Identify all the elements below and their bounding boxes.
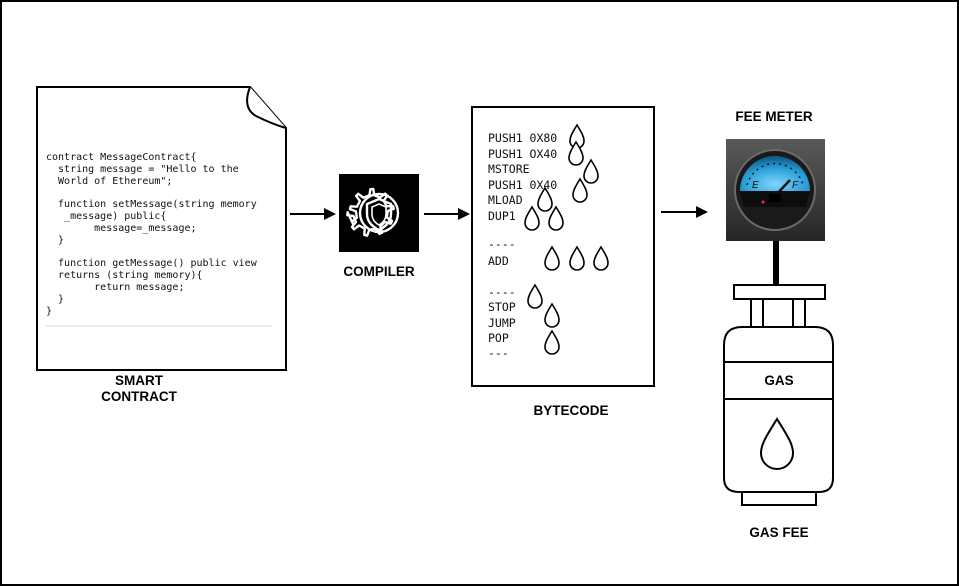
code-line: } <box>46 294 64 305</box>
code-line: } <box>46 306 52 317</box>
bytecode-line: ---- <box>488 237 516 251</box>
shield-icon <box>365 197 393 232</box>
bytecode-box: PUSH1 0X80 PUSH1 OX40 MSTORE PUSH1 0X40 … <box>471 106 655 387</box>
code-line: contract MessageContract{ <box>46 152 197 163</box>
gas-drop-icon <box>568 140 584 166</box>
arrowhead-icon <box>458 208 470 220</box>
document-page <box>36 86 287 371</box>
bytecode-line: PUSH1 0X40 <box>488 178 557 192</box>
bytecode-line: --- <box>488 346 509 360</box>
bytecode-frame <box>471 106 655 387</box>
gear-icon <box>346 187 395 237</box>
code-line: returns (string memory){ <box>46 270 203 281</box>
gas-drop-icon <box>583 158 599 184</box>
cylinder-base <box>741 491 817 506</box>
bytecode-line: PUSH1 0X80 <box>488 131 557 145</box>
gas-drop-icon <box>544 329 560 355</box>
bytecode-line: DUP1 <box>488 209 516 223</box>
shield-inner-icon <box>371 203 387 226</box>
meter-indicator-light <box>761 200 765 204</box>
bytecode-line: JUMP <box>488 316 516 330</box>
gas-drop-icon <box>548 205 564 231</box>
meter-ticks <box>746 162 804 186</box>
bytecode-line: MSTORE <box>488 162 530 176</box>
meter-connector-pipe <box>773 241 779 286</box>
gas-drop-icon <box>759 417 795 470</box>
bytecode-line: ---- <box>488 285 516 299</box>
gear-ring <box>358 192 400 234</box>
gas-drop-icon <box>593 245 609 271</box>
code-line: string message = "Hello to the <box>46 164 239 175</box>
gas-drop-icon <box>544 302 560 328</box>
bytecode-line: MLOAD <box>488 193 523 207</box>
compiler-icon-background <box>339 174 419 252</box>
bytecode-label: BYTECODE <box>533 403 608 418</box>
bytecode-line: ADD <box>488 254 509 268</box>
fuel-gauge-icon: E F <box>726 139 825 241</box>
arrowhead-icon <box>324 208 336 220</box>
fee-meter-label: FEE METER <box>735 109 813 124</box>
contract-code: contract MessageContract{ string message… <box>46 152 258 317</box>
gas-drop-icon <box>572 177 588 203</box>
gas-drop-icon <box>537 186 553 212</box>
smart-contract-label-line2: CONTRACT <box>101 389 177 404</box>
code-line: function setMessage(string memory <box>46 199 257 210</box>
gas-drop-icon <box>527 283 543 309</box>
meter-full-mark: F <box>792 180 799 191</box>
document-curl <box>246 86 287 129</box>
cylinder-body <box>723 326 834 493</box>
arrowhead-icon <box>696 206 708 218</box>
gas-fee-label: GAS FEE <box>749 525 808 540</box>
code-line: } <box>46 235 64 246</box>
code-line: World of Ethereum"; <box>46 176 172 187</box>
meter-empty-mark: E <box>752 180 759 191</box>
code-line: _message) public{ <box>46 211 166 222</box>
gas-drop-icon <box>524 205 540 231</box>
bytecode-line: PUSH1 OX40 <box>488 147 557 161</box>
compiler-icon <box>339 174 419 252</box>
cylinder-band-label: GAS <box>764 373 793 388</box>
smart-contract-document: contract MessageContract{ string message… <box>36 86 287 371</box>
gas-drop-icon <box>569 245 585 271</box>
gas-drops <box>524 123 609 355</box>
gas-drop-icon <box>544 245 560 271</box>
meter-face <box>740 156 810 191</box>
meter-needle-hub <box>769 194 781 202</box>
bytecode-line: STOP <box>488 300 516 314</box>
cylinder-neck-right <box>792 298 806 328</box>
cylinder-neck-left <box>750 298 764 328</box>
code-line: message=_message; <box>46 223 197 234</box>
gas-cylinder-icon: GAS <box>723 284 834 506</box>
code-line: return message; <box>46 282 184 293</box>
meter-needle <box>774 179 791 197</box>
compiler-label: COMPILER <box>343 264 415 279</box>
flow-arrows <box>290 206 708 220</box>
code-line: function getMessage() public view <box>46 258 258 269</box>
cylinder-cap <box>733 284 826 300</box>
smart-contract-label-line1: SMART <box>115 373 164 388</box>
bytecode-line: POP <box>488 331 509 345</box>
